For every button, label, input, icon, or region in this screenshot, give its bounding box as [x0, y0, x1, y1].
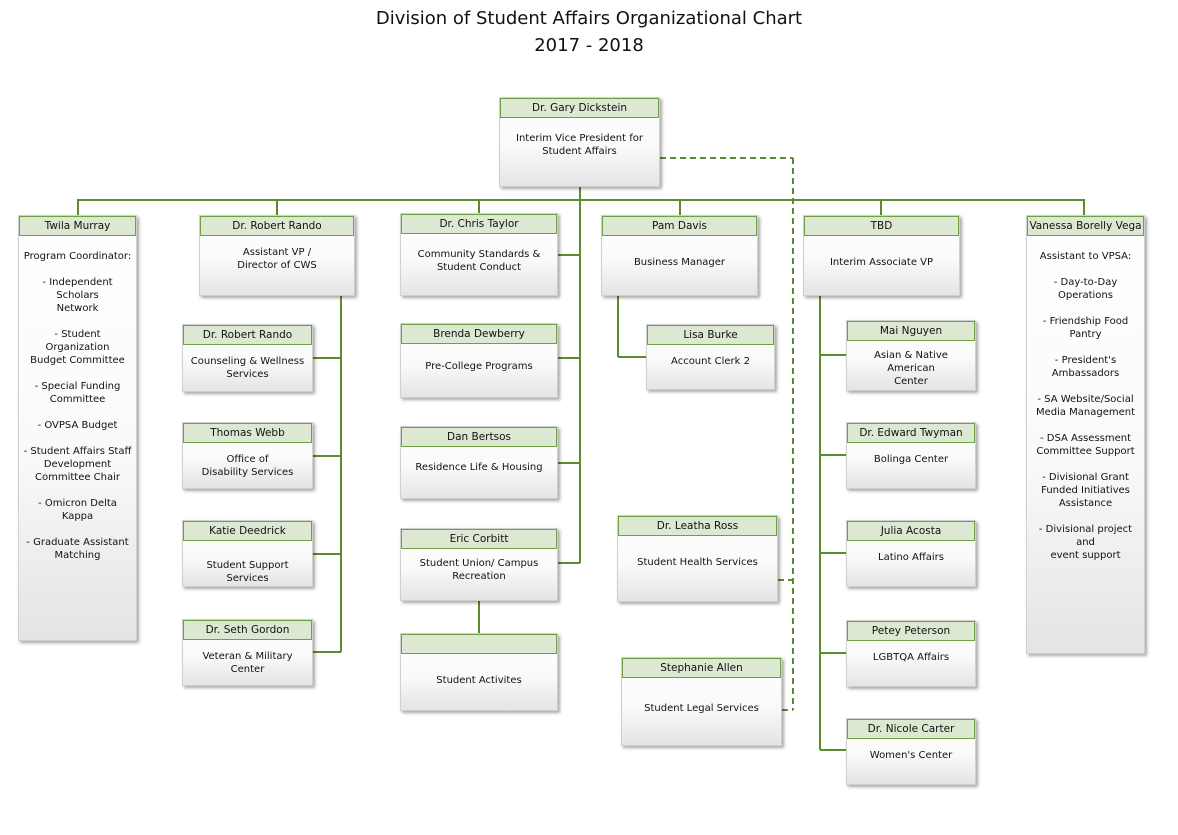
position-title: LGBTQA Affairs: [872, 652, 950, 663]
position-title: Assistant VP / Director of CWS: [237, 247, 317, 271]
person-name: Lisa Burke: [647, 325, 774, 345]
person-name: Katie Deedrick: [183, 521, 312, 541]
position-title: Interim Associate VP: [829, 257, 934, 268]
chart-subtitle: 2017 - 2018: [534, 35, 644, 56]
person-name: Eric Corbitt: [401, 529, 557, 549]
position-title: Residence Life & Housing: [415, 462, 543, 473]
org-box-tbd: TBD Interim Associate VP: [803, 215, 960, 296]
person-name: Stephanie Allen: [622, 658, 781, 678]
position-title: Business Manager: [633, 257, 726, 268]
position-title: Counseling & Wellness Services: [190, 356, 305, 380]
person-name: Dr. Gary Dickstein: [500, 98, 659, 118]
position-title: Latino Affairs: [878, 552, 944, 563]
person-name: Vanessa Borelly Vega: [1027, 216, 1144, 236]
person-name: Dr. Nicole Carter: [847, 719, 975, 739]
chart-title: Division of Student Affairs Organization…: [375, 8, 803, 29]
person-name: [401, 634, 557, 654]
position-title: Student Union/ Campus Recreation: [419, 558, 539, 582]
org-box-activities: Student Activites: [400, 633, 558, 711]
position-title: Interim Vice President for Student Affai…: [516, 133, 643, 157]
position-title: Office of Disability Services: [201, 454, 294, 478]
person-name: Dr. Seth Gordon: [183, 620, 312, 640]
position-title: Veteran & Military Center: [202, 651, 293, 675]
position-title: Program Coordinator: - Independent Schol…: [23, 251, 132, 561]
person-name: Pam Davis: [602, 216, 757, 236]
position-title: Assistant to VPSA: - Day-to-Day Operatio…: [1035, 251, 1136, 561]
position-title: Account Clerk 2: [671, 356, 750, 367]
person-name: Dr. Edward Twyman: [847, 423, 975, 443]
person-name: Twila Murray: [19, 216, 136, 236]
person-name: Mai Nguyen: [847, 321, 975, 341]
position-title: Asian & Native American Center: [874, 350, 948, 387]
person-name: Dan Bertsos: [401, 427, 557, 447]
position-title: Bolinga Center: [873, 454, 949, 465]
person-name: Julia Acosta: [847, 521, 975, 541]
person-name: Brenda Dewberry: [401, 324, 557, 344]
position-title: Student Health Services: [637, 557, 758, 568]
person-name: Dr. Chris Taylor: [401, 214, 557, 234]
person-name: Dr. Robert Rando: [200, 216, 354, 236]
person-name: Thomas Webb: [183, 423, 312, 443]
position-title: Student Activites: [436, 675, 522, 686]
person-name: TBD: [804, 216, 959, 236]
position-title: Pre-College Programs: [425, 361, 533, 372]
position-title: Women's Center: [869, 750, 953, 761]
position-title: Student Support Services: [206, 560, 289, 584]
position-title: Community Standards & Student Conduct: [417, 249, 541, 273]
person-name: Petey Peterson: [847, 621, 975, 641]
person-name: Dr. Leatha Ross: [618, 516, 777, 536]
person-name: Dr. Robert Rando: [183, 325, 312, 345]
position-title: Student Legal Services: [644, 703, 759, 714]
